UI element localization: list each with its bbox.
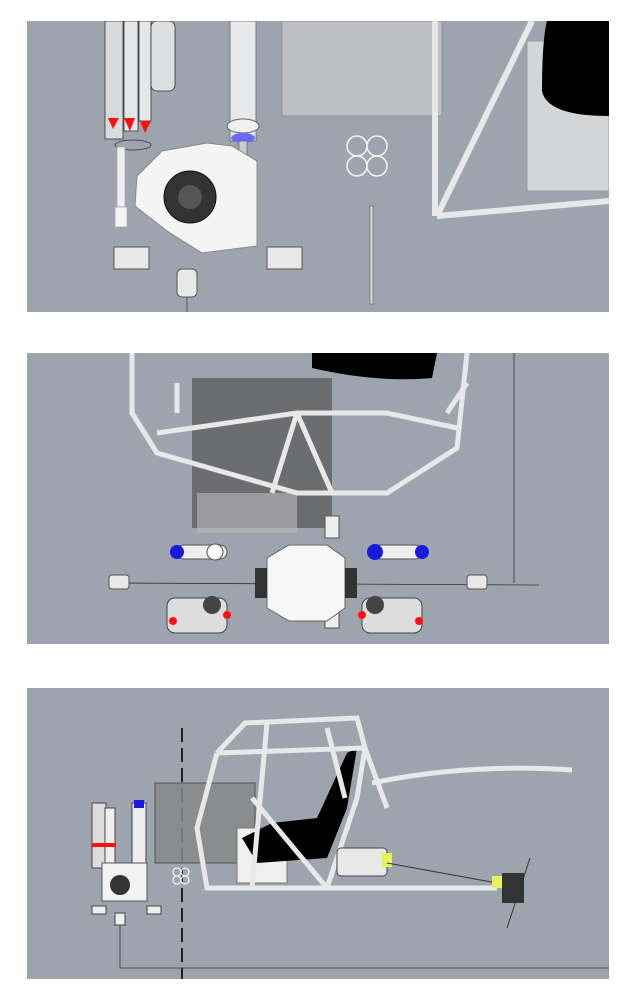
- brake-calipers: [166, 596, 423, 634]
- shock-absorbers: [91, 800, 147, 879]
- rear-components: [336, 847, 531, 929]
- cv-joints: [108, 574, 488, 590]
- viewport-side-view[interactable]: [27, 688, 609, 979]
- front-view-render: [108, 353, 540, 634]
- gearbox-housing: [255, 544, 357, 622]
- bearing-cluster: [346, 135, 388, 177]
- mount-blocks: [113, 246, 303, 312]
- side-view-render: [91, 715, 609, 979]
- shock-absorbers-blue: [170, 543, 429, 561]
- spacer: [324, 515, 340, 539]
- shock-absorbers-red: [104, 21, 176, 228]
- gearbox-housing: [134, 142, 258, 254]
- bearing-cluster: [172, 867, 190, 885]
- engine-block: [281, 21, 443, 117]
- seat: [542, 21, 609, 116]
- shaft: [369, 205, 374, 305]
- seat: [242, 748, 357, 863]
- gearbox-housing: [91, 862, 162, 926]
- viewport-top-view[interactable]: [27, 21, 609, 312]
- red-fittings: [108, 118, 151, 133]
- roll-cage-tubes: [432, 21, 609, 219]
- roll-cage-tubes: [129, 353, 470, 496]
- viewport-front-view[interactable]: [27, 353, 609, 644]
- roll-cage-tubes: [194, 715, 573, 891]
- seat: [312, 353, 437, 380]
- top-view-render: [104, 21, 609, 312]
- engine-block: [192, 378, 332, 533]
- guide-line: [119, 918, 609, 969]
